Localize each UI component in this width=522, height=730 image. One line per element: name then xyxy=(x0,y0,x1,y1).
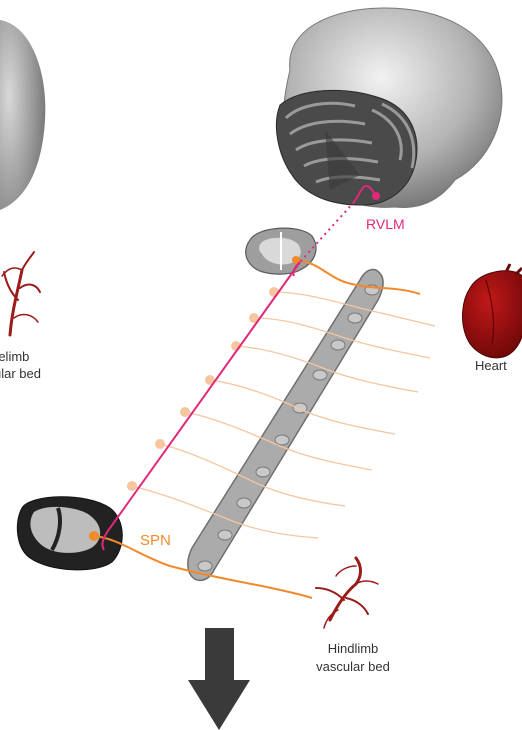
forelimb-label-line2: ular bed xyxy=(0,365,41,382)
forelimb-vessel-icon xyxy=(2,252,40,335)
spinal-cord-section-upper-icon xyxy=(246,228,316,274)
brain-3d-icon xyxy=(276,8,501,208)
sympathetic-chain xyxy=(188,269,383,580)
forelimb-label-line1: relimb xyxy=(0,348,41,365)
forelimb-label: relimb ular bed xyxy=(0,348,41,382)
left-brain-icon xyxy=(0,20,45,210)
hindlimb-label-line2: vascular bed xyxy=(305,658,401,676)
hindlimb-vessel-icon xyxy=(316,558,378,628)
heart-label: Heart xyxy=(475,358,507,373)
hindlimb-label: Hindlimb vascular bed xyxy=(305,640,401,676)
rvlm-label: RVLM xyxy=(366,216,405,232)
spn-dot-lower xyxy=(89,531,99,541)
heart-icon xyxy=(463,264,522,358)
down-arrow-icon xyxy=(188,628,250,730)
hindlimb-label-line1: Hindlimb xyxy=(305,640,401,658)
rvlm-dot xyxy=(372,192,380,200)
spn-label: SPN xyxy=(140,532,171,549)
